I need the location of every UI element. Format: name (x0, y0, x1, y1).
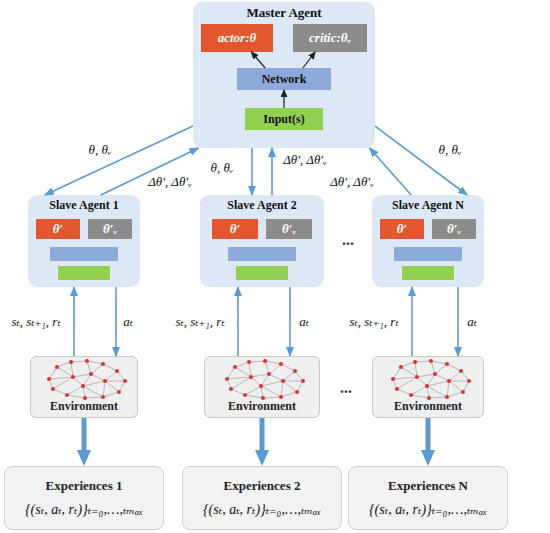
node-label: θ′ (230, 221, 240, 237)
input-block (58, 266, 110, 280)
experience-box: Experiences N {(sₜ, aₜ, rₜ)}ₜ₌₀,…,ₜₘₐₓ (348, 466, 508, 530)
experience-box: Experiences 1 {(sₜ, aₜ, rₜ)}ₜ₌₀,…,ₜₘₐₓ (4, 466, 164, 530)
node-label: Experiences N (388, 478, 468, 494)
node-label: Environment (50, 399, 118, 414)
experience-box: Experiences 2 {(sₜ, aₜ, rₜ)}ₜ₌₀,…,ₜₘₐₓ (182, 466, 342, 530)
edge-label: θ, θᵥ (211, 160, 234, 176)
edge-label: sₜ, sₜ₊₁, rₜ (175, 314, 224, 330)
critic-param-box: θ′ᵥ (266, 219, 312, 239)
node-label: Slave Agent N (372, 198, 484, 213)
node-label: critic:θᵥ (309, 30, 351, 46)
edge-label: sₜ, sₜ₊₁, rₜ (11, 314, 60, 330)
data-flow-arrow (260, 418, 265, 458)
node-label: θ′ (53, 221, 63, 237)
connector-arrow (73, 287, 75, 356)
network-block (50, 247, 118, 261)
connector-arrow (45, 126, 193, 195)
network-graph (47, 359, 127, 400)
node-label: θ′ (397, 221, 407, 237)
connector-arrow (251, 148, 253, 195)
environment-box: Environment (204, 356, 320, 418)
node-label: Environment (228, 399, 296, 414)
edge-label: θ, θᵥ (89, 142, 112, 158)
actor-param-box: θ′ (212, 219, 258, 239)
node-text: {(sₜ, aₜ, rₜ)}ₜ₌₀,…,ₜₘₐₓ (203, 501, 321, 518)
slave-agent-box: Slave Agent 1 θ′ θ′ᵥ (28, 195, 140, 287)
connector-arrow (283, 90, 284, 108)
node-label: θ′ᵥ (282, 221, 296, 237)
edge-label: Δθ′, Δθ′ᵥ (283, 152, 327, 168)
environment-box: Environment (30, 356, 138, 418)
master-agent-box: Master Agent actor:θ critic:θᵥNetworkInput… (193, 2, 375, 148)
connector-arrow (289, 287, 291, 356)
node-label: actor:θ (218, 30, 257, 46)
connector-arrow (411, 287, 413, 356)
node-text: {(sₜ, aₜ, rₜ)}ₜ₌₀,…,ₜₘₐₓ (25, 501, 143, 518)
network-block (394, 247, 462, 261)
edge-label: aₜ (299, 314, 309, 330)
network-graph (391, 359, 471, 400)
edge-label: θ, θᵥ (439, 142, 462, 158)
node-label: Experiences 2 (224, 478, 301, 494)
ellipsis-label: ... (340, 379, 352, 397)
node-label: Master Agent (193, 5, 375, 21)
connector-arrow (271, 148, 273, 195)
node-label: θ′ᵥ (103, 221, 117, 237)
input-block (402, 266, 454, 280)
critic-param-box: θ′ᵥ (88, 219, 132, 239)
input-box: Input(s) (245, 108, 323, 130)
actor-param-box: θ′ (36, 219, 80, 239)
edge-label: Δθ′, Δθ′ᵥ (330, 174, 374, 190)
connector-arrow (375, 126, 467, 195)
environment-box: Environment (372, 356, 484, 418)
node-text: {(sₜ, aₜ, rₜ)}ₜ₌₀,…,ₜₘₐₓ (369, 501, 487, 518)
edge-label: aₜ (467, 314, 477, 330)
connector-arrow (115, 287, 117, 356)
connector-arrow (457, 287, 459, 356)
node-label: θ′ᵥ (447, 221, 461, 237)
node-label: Environment (394, 399, 462, 414)
actor-param-box: θ′ (380, 219, 424, 239)
network-graph (225, 359, 305, 400)
actor-param-box: actor:θ (201, 24, 273, 52)
node-label: Experiences 1 (46, 478, 123, 494)
node-label: Network (262, 72, 307, 87)
data-flow-arrow (82, 418, 87, 458)
edge-label: Δθ′, Δθ′ᵥ (148, 174, 192, 190)
slave-agent-box: Slave Agent 2 θ′ θ′ᵥ (200, 195, 324, 287)
node-label: Input(s) (263, 112, 304, 127)
network-block (228, 247, 296, 261)
connector-arrow (101, 148, 199, 195)
connector-arrow (251, 52, 265, 68)
node-label: Slave Agent 1 (28, 198, 140, 213)
slave-agent-box: Slave Agent N θ′ θ′ᵥ (372, 195, 484, 287)
network-box: Network (237, 68, 331, 90)
critic-param-box: θ′ᵥ (432, 219, 476, 239)
connector-arrow (237, 287, 239, 356)
node-label: Slave Agent 2 (200, 198, 324, 213)
input-block (236, 266, 288, 280)
edge-label: aₜ (123, 314, 133, 330)
critic-param-box: critic:θᵥ (293, 24, 367, 52)
ellipsis-label: ... (342, 231, 354, 249)
data-flow-arrow (426, 418, 431, 458)
connector-arrow (303, 52, 315, 68)
edge-label: sₜ, sₜ₊₁, rₜ (349, 314, 398, 330)
connector-arrow (370, 148, 412, 195)
